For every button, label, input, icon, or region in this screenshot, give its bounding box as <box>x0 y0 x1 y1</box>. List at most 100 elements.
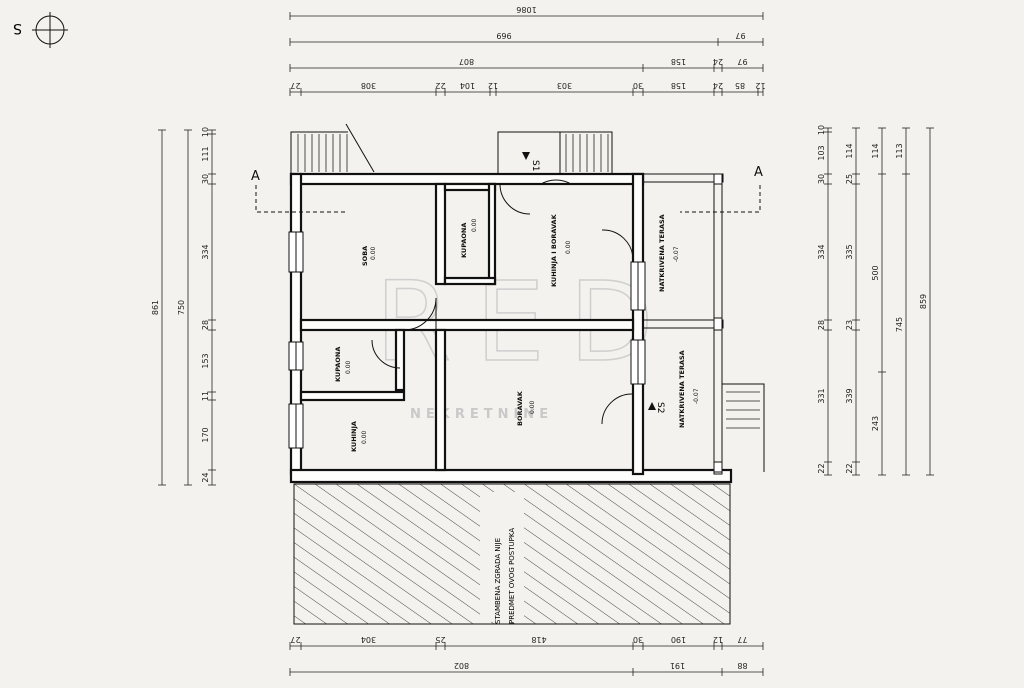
bottom-dim-label: 304 <box>361 635 376 644</box>
top-dim-label: 24 <box>713 81 723 90</box>
room-kupaona-2: KUPAONA 0.00 <box>334 347 352 382</box>
bottom-dim-label: 418 <box>531 635 546 644</box>
stair-label-s1: S1 <box>530 160 540 171</box>
bottom-dimensions: 27 304 25 418 30 190 12 77 802 191 88 <box>289 635 764 676</box>
bottom-dim-label: 191 <box>670 661 685 670</box>
right-dim-label: 335 <box>845 244 854 259</box>
left-dim-label: 861 <box>151 300 160 315</box>
stair-arrow-icon <box>522 152 530 160</box>
left-dim-label: 750 <box>177 300 186 315</box>
svg-text:0.00: 0.00 <box>529 400 536 414</box>
top-dim-label: 158 <box>671 57 686 66</box>
bottom-dim-label: 25 <box>435 635 445 644</box>
svg-text:KUPAONA: KUPAONA <box>334 347 342 382</box>
top-dim-label: 85 <box>735 81 745 90</box>
top-dim-label: 97 <box>737 57 747 66</box>
left-dim-label: 10 <box>201 127 210 137</box>
top-dim-label: 24 <box>713 57 723 66</box>
svg-text:BORAVAK: BORAVAK <box>516 390 524 426</box>
svg-text:KUHINJA: KUHINJA <box>350 421 358 452</box>
top-dim-label: 12 <box>755 81 765 90</box>
svg-text:0.00: 0.00 <box>370 246 377 260</box>
svg-text:0.00: 0.00 <box>361 430 368 444</box>
bottom-dim-label: 88 <box>737 661 747 670</box>
room-kuhinja: KUHINJA 0.00 <box>350 421 368 452</box>
right-dim-label: 331 <box>817 388 826 403</box>
svg-text:NATKRIVENA TERASA: NATKRIVENA TERASA <box>678 350 686 428</box>
right-dim-label: 22 <box>817 463 826 473</box>
right-dim-label: 23 <box>845 320 854 330</box>
stair-label-s2: S2 <box>655 402 665 413</box>
top-dim-label: 97 <box>735 31 745 40</box>
left-dim-label: 334 <box>201 244 210 259</box>
left-dim-label: 153 <box>201 353 210 368</box>
left-dim-label: 24 <box>201 472 210 482</box>
right-dim-label: 500 <box>871 265 880 280</box>
right-dim-label: 339 <box>845 388 854 403</box>
right-dimensions: 10 103 30 334 28 331 22 114 25 335 23 339 22 114 500 24… <box>817 125 934 476</box>
svg-text:0.00: 0.00 <box>565 240 572 254</box>
room-kuhinja-i-boravak: KUHINJA I BORAVAK 0.00 <box>550 213 572 287</box>
walls <box>289 172 733 484</box>
room-soba: SOBA 0.00 <box>361 246 377 266</box>
hatch-note-background <box>480 492 524 622</box>
hatch-note-line1: STAMBENA ZGRADA NIJE <box>494 538 502 624</box>
right-dim-label: 103 <box>817 145 826 160</box>
svg-text:0.00: 0.00 <box>471 218 478 232</box>
stairs-top-left <box>290 123 375 175</box>
top-dim-label: 30 <box>633 81 643 90</box>
top-dim-label: 104 <box>460 81 475 90</box>
hatch-note-line2: PREDMET OVOG POSTUPKA <box>508 528 516 624</box>
bottom-dim-label: 77 <box>737 635 747 644</box>
stairs-top-right <box>497 131 613 175</box>
svg-text:0.00: 0.00 <box>345 360 352 374</box>
top-dim-label: 1086 <box>516 5 536 14</box>
north-label: S <box>13 20 22 36</box>
right-dim-label: 334 <box>817 244 826 259</box>
svg-text:NATKRIVENA TERASA: NATKRIVENA TERASA <box>658 214 666 292</box>
right-dim-label: 10 <box>817 125 826 135</box>
bottom-dim-label: 12 <box>713 635 723 644</box>
section-mark-left: A <box>251 169 260 184</box>
right-dim-label: 243 <box>871 416 880 431</box>
bottom-dim-label: 190 <box>671 635 686 644</box>
bottom-dim-label: 30 <box>633 635 643 644</box>
right-dim-label: 114 <box>871 143 880 158</box>
svg-text:KUHINJA I BORAVAK: KUHINJA I BORAVAK <box>550 213 558 287</box>
stairs-right <box>721 383 765 472</box>
right-dim-label: 25 <box>845 174 854 184</box>
top-dim-label: 27 <box>290 81 300 90</box>
right-dim-label: 745 <box>895 317 904 332</box>
room-natkrivena-terasa-2: NATKRIVENA TERASA -0.07 <box>678 350 700 428</box>
right-dim-label: 28 <box>817 320 826 330</box>
north-arrow-icon <box>32 12 68 48</box>
top-dim-label: 22 <box>435 81 445 90</box>
svg-text:-0.07: -0.07 <box>693 388 700 404</box>
right-dim-label: 113 <box>895 143 904 158</box>
right-dim-label: 22 <box>845 463 854 473</box>
left-dim-label: 28 <box>201 320 210 330</box>
svg-text:-0.07: -0.07 <box>673 246 680 262</box>
left-dim-label: 30 <box>201 174 210 184</box>
stair-arrow-icon <box>648 402 656 410</box>
top-dim-label: 158 <box>671 81 686 90</box>
left-dim-label: 111 <box>201 146 210 161</box>
top-dim-label: 308 <box>361 81 376 90</box>
windows <box>288 231 646 449</box>
bottom-dim-label: 27 <box>290 635 300 644</box>
section-line <box>255 185 761 213</box>
room-boravak: BORAVAK 0.00 <box>516 390 536 426</box>
top-dim-label: 807 <box>459 57 474 66</box>
right-dim-label: 114 <box>845 143 854 158</box>
left-dim-label: 11 <box>201 391 210 401</box>
right-dim-label: 859 <box>919 294 928 309</box>
room-kupaona-1: KUPAONA 0.00 <box>460 218 478 258</box>
right-dim-label: 30 <box>817 174 826 184</box>
bottom-dim-label: 802 <box>454 661 469 670</box>
svg-text:SOBA: SOBA <box>361 246 369 266</box>
svg-text:KUPAONA: KUPAONA <box>460 223 468 258</box>
top-dim-label: 969 <box>496 31 511 40</box>
room-natkrivena-terasa-1: NATKRIVENA TERASA -0.07 <box>658 214 680 292</box>
